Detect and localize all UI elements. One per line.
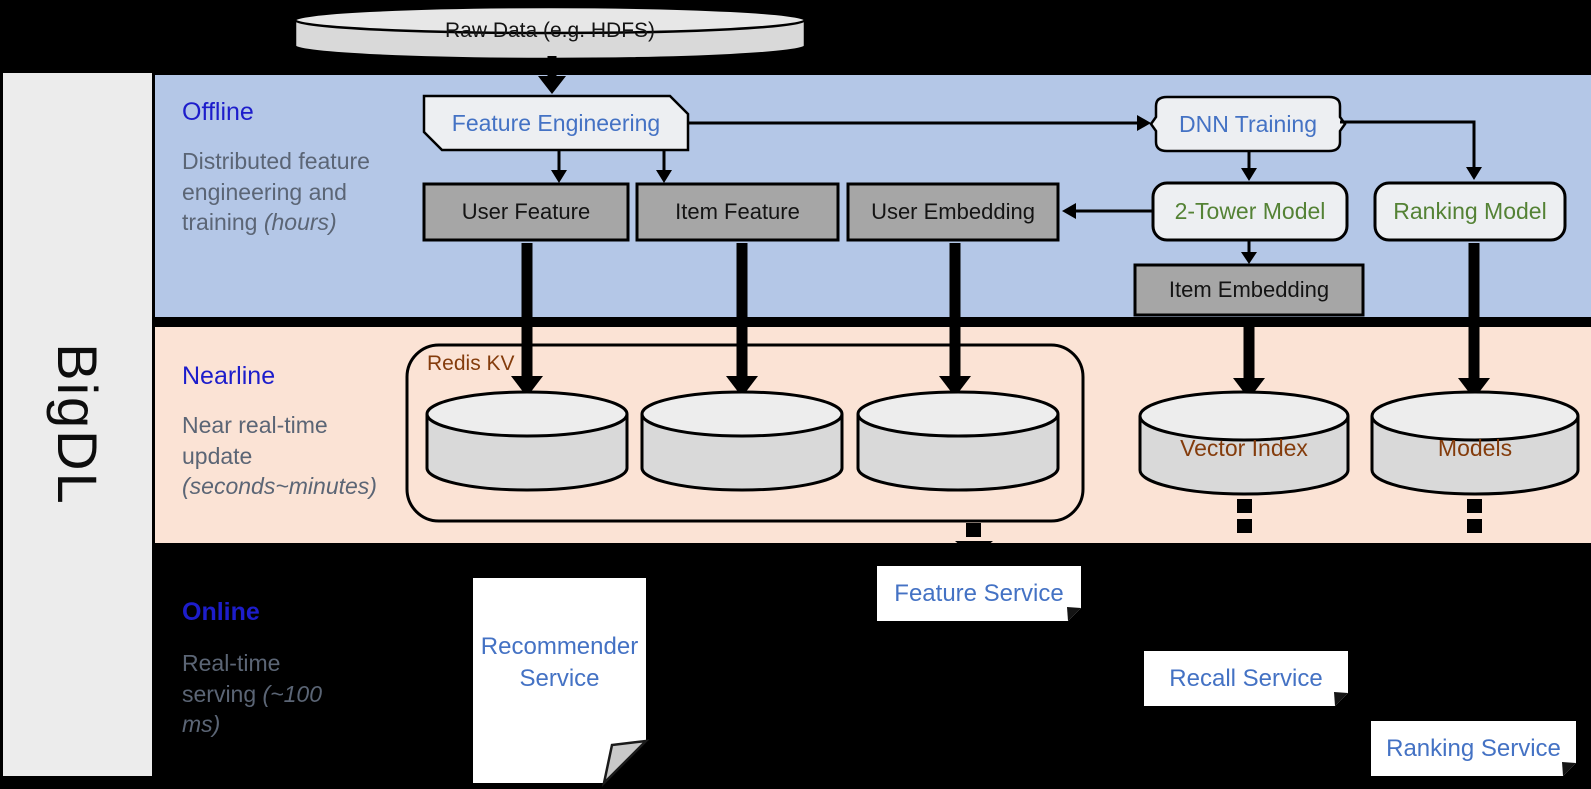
online-description-text: Real-time serving — [182, 650, 281, 707]
ranking-service-label: Ranking Service — [1386, 734, 1561, 762]
arrowhead-redis-featureservice — [955, 541, 993, 557]
offline-description: Distributed feature engineering and trai… — [182, 146, 387, 238]
nearline-duration: (seconds~minutes) — [182, 473, 377, 500]
bigdl-sidebar: BigDL — [3, 73, 152, 776]
recommender-service-doc — [473, 578, 646, 783]
offline-duration: (hours) — [263, 209, 337, 236]
ranking-service-fold — [1562, 762, 1576, 776]
online-description: Real-time serving (~100 ms) — [182, 648, 347, 740]
online-duration: (~100 ms) — [182, 680, 323, 738]
bigdl-label: BigDL — [46, 343, 109, 506]
raw-data-cylinder-top — [293, 5, 807, 35]
raw-data-label: Raw Data (e.g. HDFS) — [444, 18, 656, 42]
offline-title: Offline — [182, 98, 254, 126]
nearline-title: Nearline — [182, 362, 276, 390]
raw-data-cylinder — [293, 20, 807, 61]
nearline-description-text: Near real-time update — [182, 412, 328, 469]
offline-description-text: Distributed feature engineering and trai… — [182, 148, 370, 236]
feature-service-doc — [877, 566, 1081, 621]
nearline-description: Near real-time update (seconds~minutes) — [182, 410, 397, 502]
ranking-service-doc — [1371, 721, 1576, 776]
recommender-service-fold — [601, 739, 650, 787]
online-title: Online — [182, 598, 260, 626]
feature-service-label: Feature Service — [894, 579, 1064, 607]
recommender-service-label: Recommender Service — [480, 632, 639, 692]
recall-service-fold — [1334, 692, 1348, 706]
recall-service-doc — [1144, 651, 1348, 706]
feature-service-fold — [1067, 607, 1081, 621]
recall-service-label: Recall Service — [1169, 664, 1323, 692]
